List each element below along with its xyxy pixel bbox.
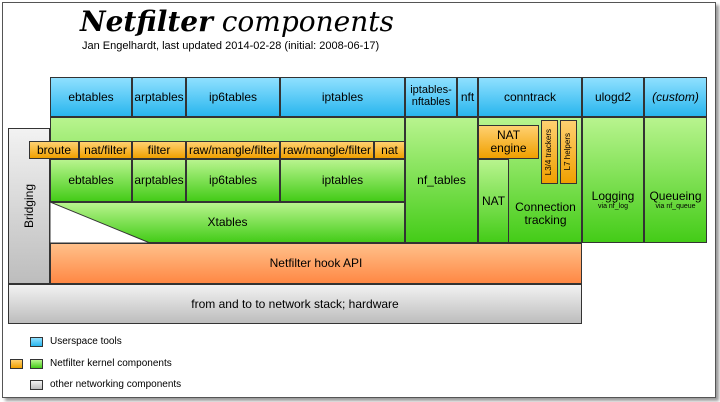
- queueing-sub-label: via nf_queue: [655, 203, 696, 211]
- logging-label: Logging: [591, 188, 635, 203]
- kernel-connection-tracking: Connection tracking: [515, 199, 576, 227]
- userspace-iptables: iptables: [280, 77, 405, 117]
- diagram-title: Netfilter components: [80, 5, 394, 38]
- legend-kernel-orange-swatch: [10, 359, 23, 369]
- queueing-label: Queueing: [649, 188, 702, 203]
- kernel-ebtables: ebtables: [50, 159, 132, 202]
- kernel-xtables: Xtables: [50, 202, 405, 243]
- userspace-ebtables: ebtables: [50, 77, 132, 117]
- network-stack: from and to to network stack; hardware: [8, 284, 582, 324]
- userspace-custom: (custom): [644, 77, 707, 117]
- table-raw-mangle-filter-ipv6: raw/mangle/filter: [186, 141, 280, 159]
- table-raw-mangle-filter-ipv4: raw/mangle/filter: [280, 141, 374, 159]
- table-nat-filter: nat/filter: [79, 141, 132, 159]
- xtables-label: Xtables: [207, 215, 248, 230]
- kernel-nat: NAT: [478, 159, 509, 243]
- kernel-logging: Logging via nf_log: [582, 117, 644, 243]
- title-rest: components: [212, 5, 394, 38]
- logging-sub-label: via nf_log: [598, 203, 628, 211]
- l7-helpers-label: L7 helpers: [563, 133, 573, 171]
- kernel-l34-trackers: L3/4 trackers: [541, 120, 558, 184]
- legend-userspace-label: Userspace tools: [50, 336, 122, 347]
- kernel-nf-tables: nf_tables: [405, 117, 478, 243]
- netfilter-hook-api: Netfilter hook API: [50, 243, 582, 284]
- userspace-ulogd2: ulogd2: [582, 77, 644, 117]
- diagram-subtitle: Jan Engelhardt, last updated 2014-02-28 …: [82, 40, 380, 52]
- l34-trackers-label: L3/4 trackers: [544, 128, 554, 176]
- table-broute: broute: [29, 141, 79, 159]
- userspace-conntrack: conntrack: [478, 77, 582, 117]
- userspace-ip6tables: ip6tables: [186, 77, 280, 117]
- legend-other-label: other networking components: [50, 379, 182, 390]
- title-strong: Netfilter: [80, 5, 213, 38]
- kernel-l7-helpers: L7 helpers: [560, 120, 577, 184]
- table-nat: nat: [374, 141, 405, 159]
- userspace-arptables: arptables: [132, 77, 186, 117]
- userspace-nft: nft: [457, 77, 478, 117]
- legend-kernel-label: Netfilter kernel components: [50, 358, 172, 369]
- table-filter: filter: [132, 141, 186, 159]
- kernel-nat-engine: NAT engine: [478, 125, 539, 159]
- bridging-label: Bridging: [21, 183, 36, 229]
- userspace-iptables-nftables: iptables- nftables: [405, 77, 457, 117]
- legend-kernel-green-swatch: [30, 359, 43, 369]
- kernel-iptables: iptables: [280, 159, 405, 202]
- kernel-arptables: arptables: [132, 159, 186, 202]
- legend-userspace-swatch: [30, 337, 43, 347]
- legend-other-swatch: [30, 380, 43, 390]
- kernel-queueing: Queueing via nf_queue: [644, 117, 707, 243]
- kernel-ip6tables: ip6tables: [186, 159, 280, 202]
- xtables-white-wedge: [50, 202, 151, 243]
